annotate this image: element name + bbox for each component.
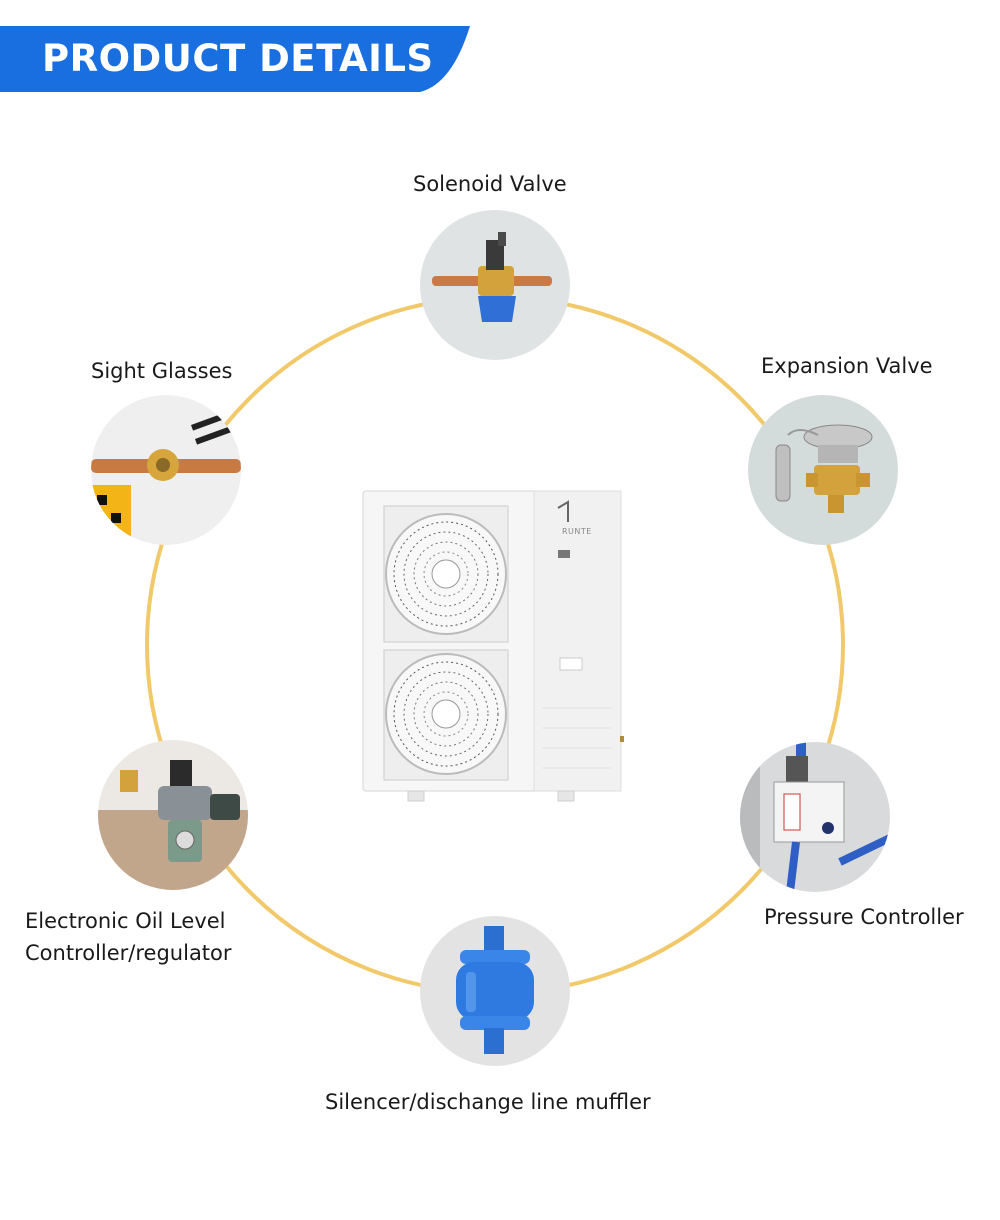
discharge-muffler-photo: [420, 916, 570, 1066]
expansion-valve-photo: [748, 395, 898, 545]
expansion-valve-label: Expansion Valve: [761, 354, 933, 378]
fan-top: [383, 505, 509, 643]
unit-brand-text: RUNTE: [562, 527, 592, 536]
condensing-unit-image: [362, 490, 624, 802]
pressure-controller-label: Pressure Controller: [764, 905, 964, 929]
oil-level-label-line2: Controller/regulator: [25, 941, 232, 965]
muffler-label: Silencer/dischange line muffler: [325, 1090, 651, 1114]
pressure-controller-photo: [740, 742, 890, 892]
solenoid-valve-label: Solenoid Valve: [413, 172, 567, 196]
sight-glasses-label: Sight Glasses: [91, 359, 233, 383]
oil-level-controller-photo: [98, 740, 248, 890]
oil-level-label-line1: Electronic Oil Level: [25, 909, 226, 933]
sight-glass-photo: [91, 395, 241, 545]
solenoid-valve-photo: [420, 210, 570, 360]
header-banner: [0, 26, 470, 92]
fan-bottom: [383, 649, 509, 781]
page-title: PRODUCT DETAILS: [42, 37, 434, 80]
